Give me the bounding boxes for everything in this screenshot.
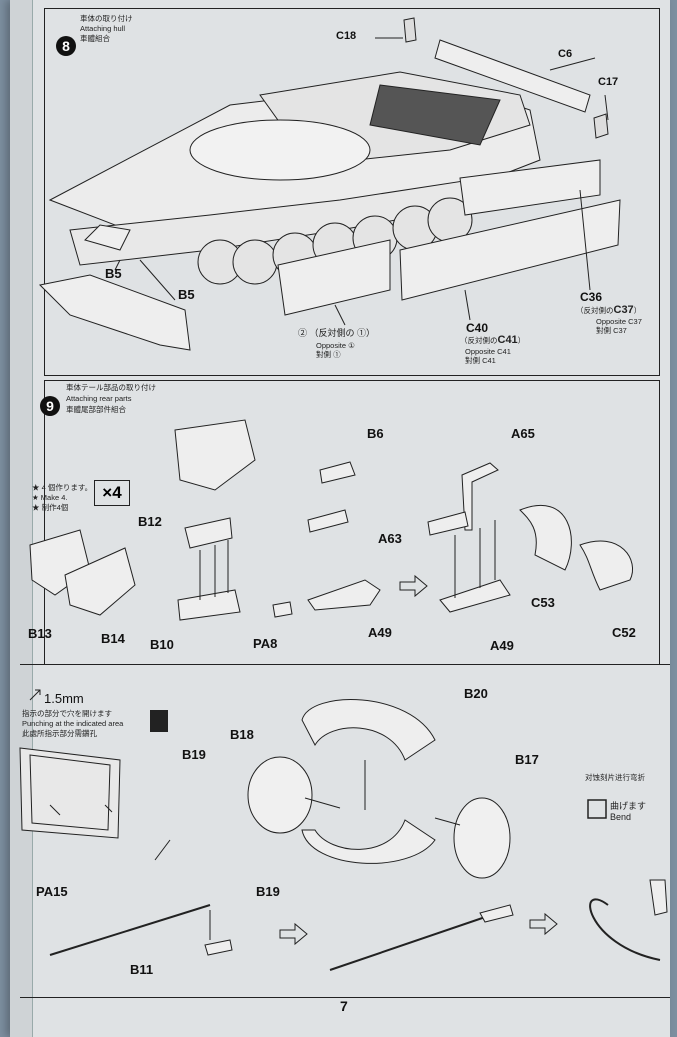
step9-title-cn: 車體尾部部件組合	[66, 405, 126, 414]
part-c36-note: （反対側のC37）	[576, 304, 642, 316]
step9-panel	[44, 380, 660, 665]
step9-number: 9	[40, 396, 60, 416]
step9-title-en: Attaching rear parts	[66, 394, 132, 403]
part-b12: B12	[138, 514, 162, 529]
drill-note-cn: 此處所指示部分需鑽孔	[22, 729, 97, 738]
part-two-en: Opposite ①	[316, 341, 355, 350]
part-b17: B17	[515, 752, 539, 767]
part-two-cn: 對側 ①	[316, 350, 341, 359]
part-b5-b: B5	[178, 287, 195, 302]
make-count-box: ×4	[94, 480, 130, 506]
part-b19-a: B19	[182, 747, 206, 762]
part-c40-en: Opposite C41	[465, 347, 511, 356]
part-c36-en: Opposite C37	[596, 317, 642, 326]
step8-number: 8	[56, 36, 76, 56]
part-b6: B6	[367, 426, 384, 441]
step8-title-cn: 車體組合	[80, 34, 110, 43]
part-c6: C6	[558, 48, 573, 60]
step10-panel	[20, 664, 670, 998]
make-note-cn: ★ 制作4個	[32, 503, 69, 512]
part-a49-b: A49	[490, 638, 514, 653]
assembly-drawings	[19, 17, 668, 971]
bend-note-cn: 对蚀刻片进行弯折	[585, 773, 645, 782]
part-pa8: PA8	[253, 636, 278, 651]
part-b5-a: B5	[105, 266, 122, 281]
part-c36-cn: 對側 C37	[596, 326, 627, 335]
part-c53: C53	[531, 595, 555, 610]
drill-note-jp: 指示の部分で穴を開けます	[22, 709, 112, 718]
make-note-en: ★ Make 4.	[32, 493, 68, 502]
step9-title-jp: 車体テール部品の取り付け	[66, 383, 156, 392]
bend-note-jp: 曲げます	[610, 801, 647, 811]
part-a63: A63	[378, 531, 402, 546]
part-a49-a: A49	[368, 625, 392, 640]
part-c17: C17	[598, 76, 619, 88]
part-b10: B10	[150, 637, 174, 652]
part-pa15: PA15	[36, 884, 68, 899]
instruction-page: 8 車体の取り付け Attaching hull 車體組合 C18 C6 C17…	[10, 0, 670, 1037]
page-number: 7	[340, 998, 348, 1014]
drill-note-en: Punching at the indicated area	[22, 719, 124, 728]
part-c52: C52	[612, 625, 636, 640]
part-c40-note: （反対側のC41）	[460, 334, 526, 346]
part-b19-b: B19	[256, 884, 280, 899]
drill-size: 1.5mm	[44, 691, 84, 706]
make-note-jp: ★ 4 個作ります。	[32, 483, 93, 492]
part-c40-cn: 對側 C41	[465, 356, 496, 365]
step8-title-en: Attaching hull	[80, 24, 126, 33]
part-c36: C36	[580, 290, 603, 304]
part-b18: B18	[230, 727, 254, 742]
part-c40: C40	[466, 321, 489, 335]
part-b20: B20	[464, 686, 488, 701]
part-b11: B11	[130, 962, 154, 977]
part-two-note: ② （反対側の ①）	[298, 328, 376, 338]
part-c18: C18	[336, 30, 357, 42]
bend-note-en: Bend	[610, 812, 632, 822]
part-b14: B14	[101, 631, 125, 646]
step8-panel	[44, 8, 660, 376]
step8-title-jp: 車体の取り付け	[80, 14, 133, 23]
part-a65: A65	[511, 426, 535, 441]
part-b13: B13	[28, 626, 52, 641]
